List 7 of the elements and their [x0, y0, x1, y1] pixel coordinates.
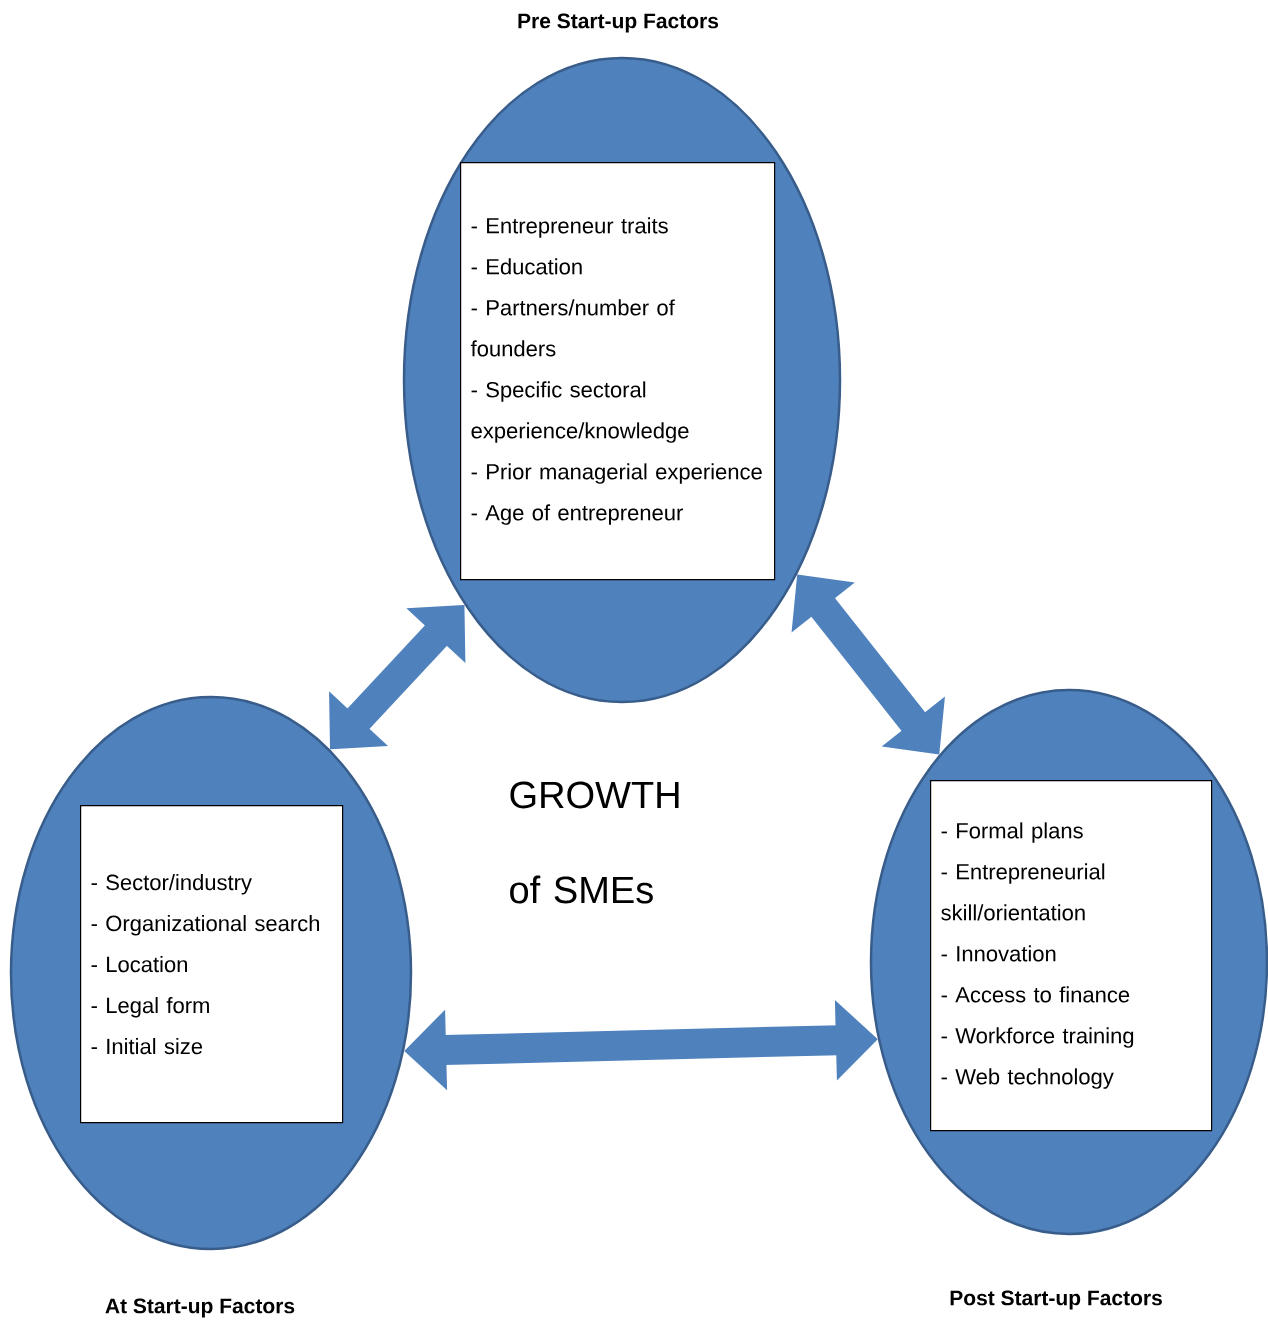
text-box: - Formal plans - Entrepreneurial skill/orientation - Innovation - Access to finance - Workforce training - Web technology: [930, 780, 1213, 1132]
heading: Pre Start-up Factors: [518, 13, 719, 33]
text-box: - Sector/industry - Organizational search - Location - Legal form - Initial size: [80, 805, 344, 1124]
heading: At Start-up Factors: [105, 1298, 295, 1318]
text-box: - Entrepreneur traits - Education - Partners/number of founders - Specific sectoral experience/knowledge - Prior managerial experience - Age of entrepreneur: [460, 162, 776, 581]
heading: Post Start-up Factors: [950, 1290, 1162, 1310]
center-title: GROWTH of SMEs: [510, 781, 679, 904]
